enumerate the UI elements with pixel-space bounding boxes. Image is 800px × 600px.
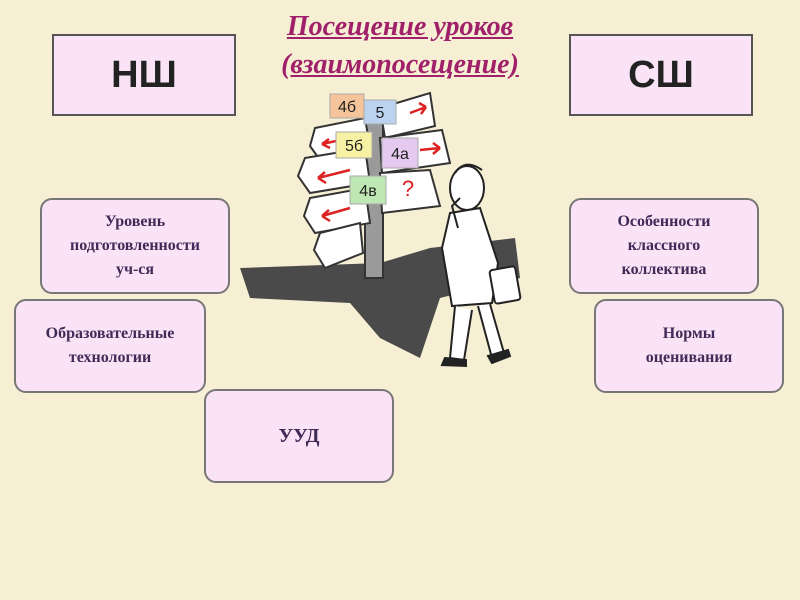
node-level-text: Уровень подготовленности уч-ся <box>70 213 200 278</box>
sign-label-4-bg <box>381 137 419 169</box>
node-uud: УУД <box>204 389 394 483</box>
arrow-4 <box>409 101 428 115</box>
signpost-illustration: 4б 5 5б 4а 4в ? <box>240 91 522 368</box>
node-features-text: Особенности классного коллектива <box>617 213 711 278</box>
title-line-1: Посещение уроков <box>286 11 514 42</box>
thinking-person <box>440 163 522 368</box>
sign-label-4: 4а <box>391 146 409 163</box>
sign-label-5-bg <box>349 175 387 205</box>
page-title: Посещение уроков (взаимопосещение) <box>220 8 580 84</box>
node-level: Уровень подготовленности уч-ся <box>40 198 230 294</box>
arrow-5 <box>419 141 441 155</box>
sign-label-5: 4в <box>359 183 376 200</box>
ss-box: СШ <box>569 34 753 116</box>
ns-box: НШ <box>52 34 236 116</box>
sign-label-3: 5б <box>345 138 363 155</box>
node-uud-text: УУД <box>278 425 320 447</box>
node-norms: Нормы оценивания <box>594 299 784 393</box>
sign-label-2: 5 <box>376 105 385 122</box>
sign-label-1: 4б <box>338 99 356 116</box>
arrow-2 <box>317 168 351 185</box>
sign-label-2-bg <box>363 99 397 125</box>
title-line-2: (взаимопосещение) <box>281 49 519 80</box>
node-features: Особенности классного коллектива <box>569 198 759 294</box>
node-norms-text: Нормы оценивания <box>645 325 733 366</box>
question-mark: ? <box>402 176 414 201</box>
sign-left-4 <box>312 221 365 270</box>
arrow-3 <box>321 206 351 223</box>
sign-label-3-bg <box>335 131 373 159</box>
node-tech: Образовательные технологии <box>14 299 206 393</box>
node-tech-text: Образовательные технологии <box>45 325 175 366</box>
